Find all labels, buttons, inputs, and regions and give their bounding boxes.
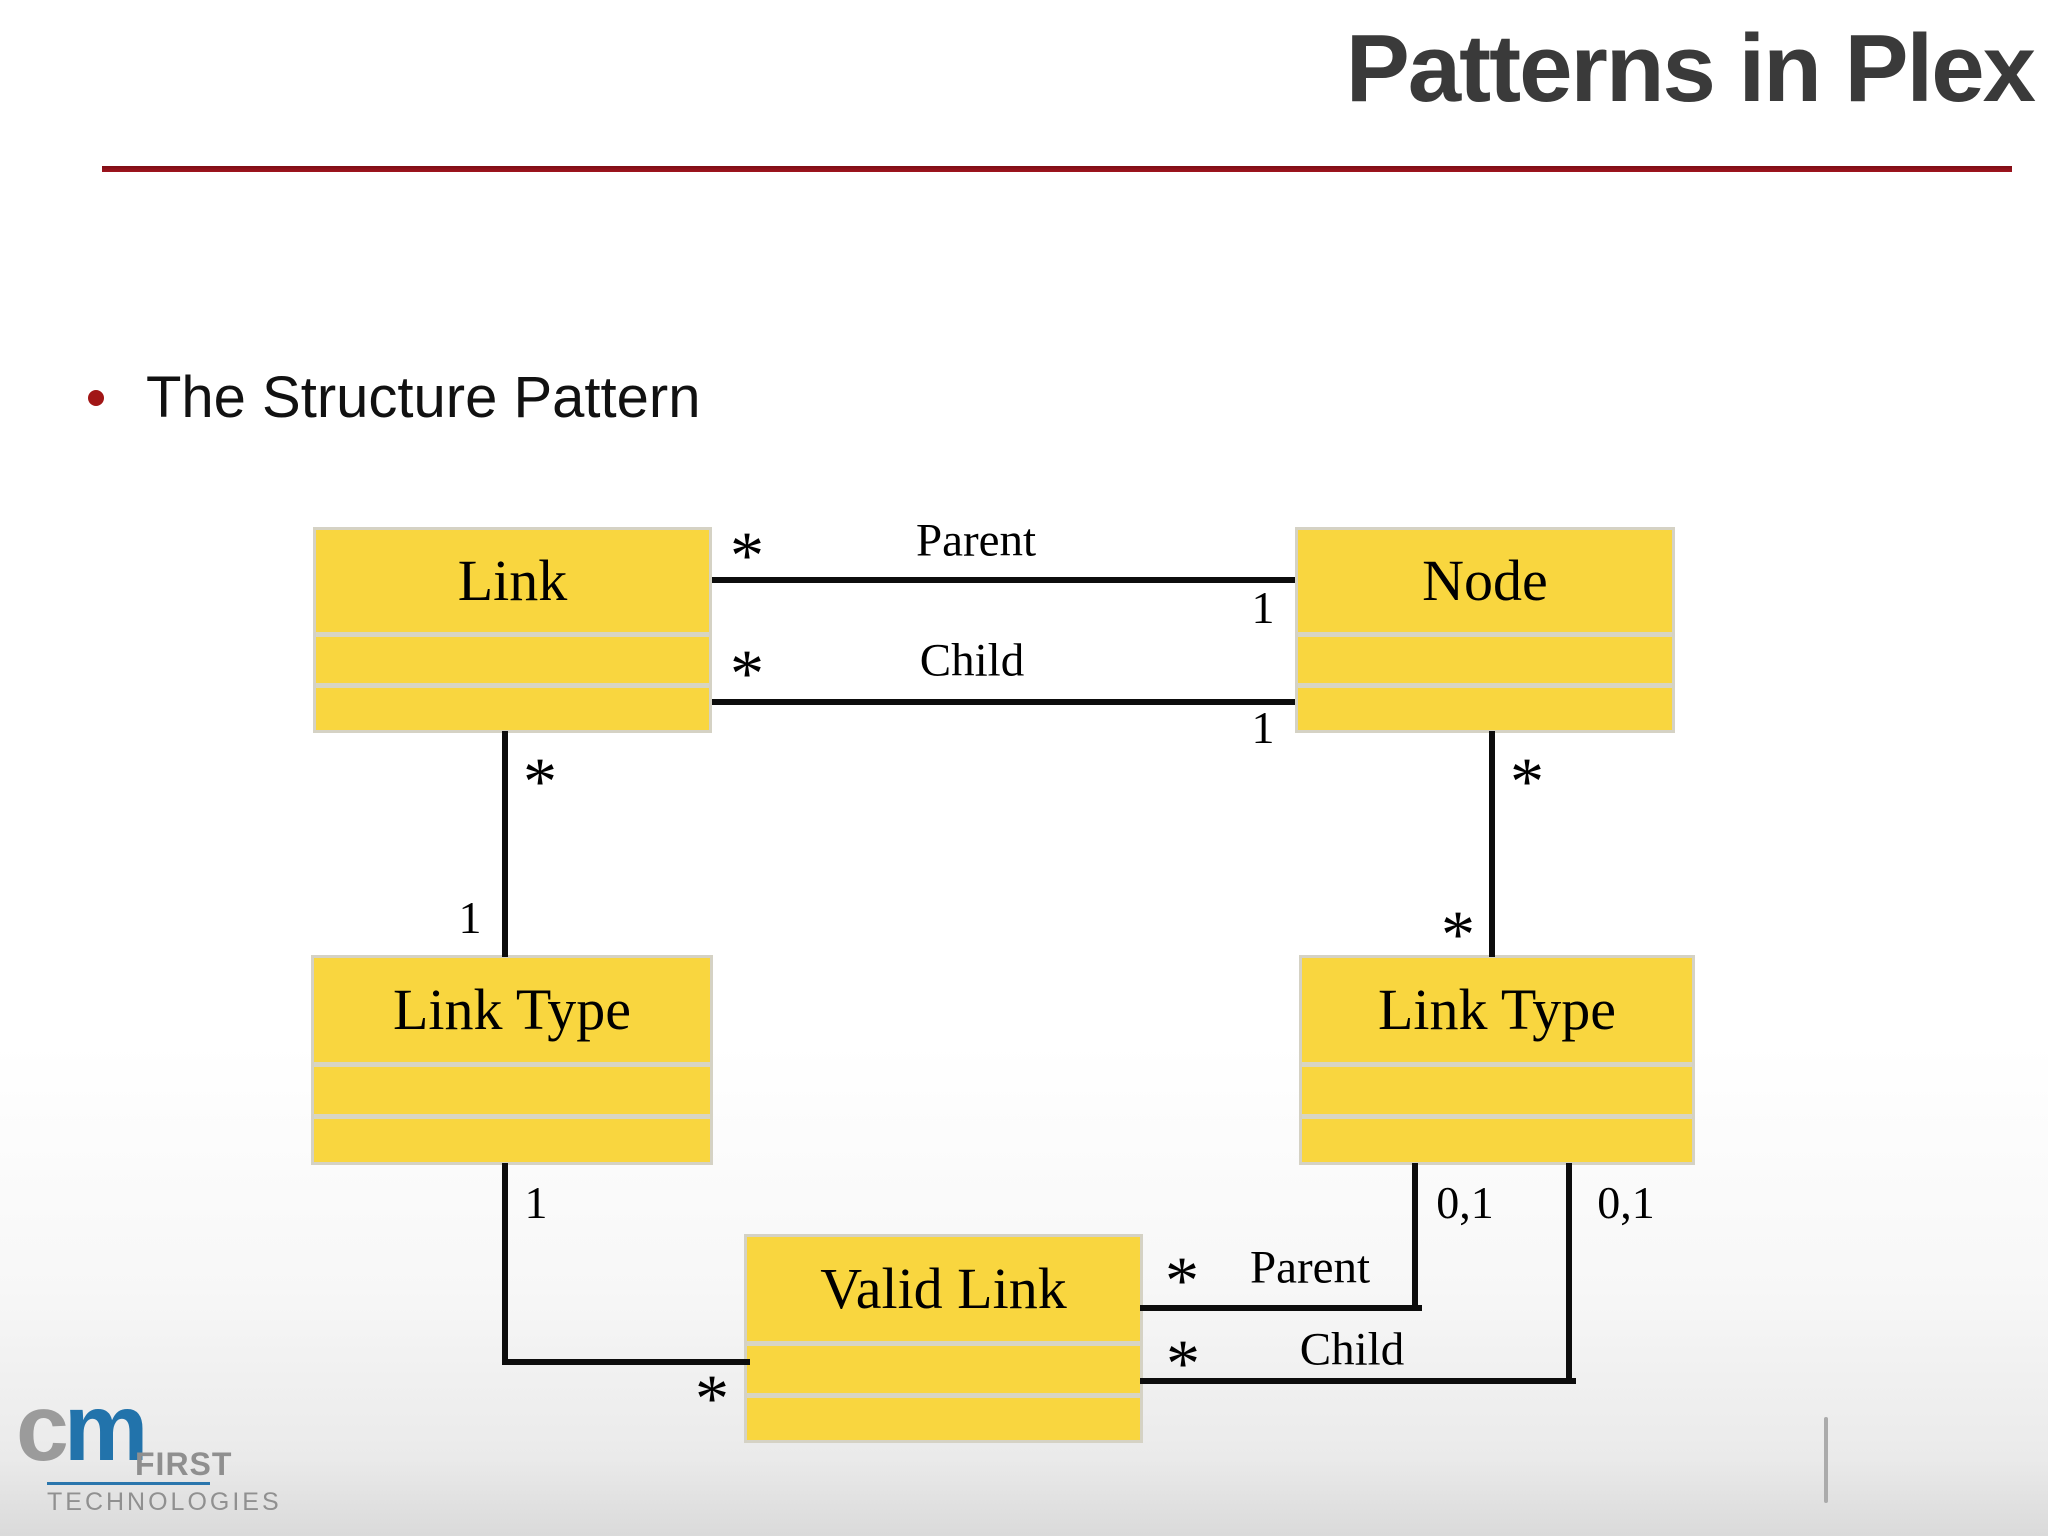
logo-technologies-text: TECHNOLOGIES: [47, 1488, 282, 1516]
multiplicity-label: 1: [1251, 702, 1275, 753]
bullet-icon: [88, 390, 104, 406]
scrollbar-thumb[interactable]: [1824, 1417, 1828, 1503]
connector-validlink-parent-vertical: [1412, 1163, 1418, 1311]
entity-title: Node: [1422, 548, 1548, 613]
compartment-separator: [316, 632, 709, 637]
entity-box-link: Link: [313, 527, 712, 733]
logo-letter-c: c: [16, 1375, 69, 1481]
role-label: Parent: [1249, 1241, 1371, 1294]
multiplicity-label: *: [695, 1360, 729, 1437]
compartment-separator: [747, 1393, 1140, 1398]
multiplicity-label: *: [1165, 1242, 1199, 1319]
connector-link-linktype: [502, 731, 508, 957]
compartment-separator: [747, 1341, 1140, 1346]
compartment-separator: [316, 683, 709, 688]
connector-linktype-validlink-vertical: [502, 1163, 508, 1365]
multiplicity-label: *: [1510, 743, 1544, 820]
multiplicity-label: 0,1: [1597, 1177, 1655, 1228]
title-divider-line: [102, 166, 2012, 172]
entity-title: Link Type: [392, 977, 632, 1042]
multiplicity-label: *: [523, 743, 557, 820]
multiplicity-label: 0,1: [1436, 1177, 1494, 1228]
compartment-separator: [1302, 1062, 1692, 1067]
role-label: Child: [919, 634, 1025, 687]
page-title: Patterns in Plex: [1345, 15, 2036, 122]
multiplicity-label: 1: [1251, 582, 1275, 633]
bullet-text: The Structure Pattern: [146, 365, 701, 430]
multiplicity-label: *: [730, 517, 764, 594]
multiplicity-label: 1: [524, 1177, 548, 1228]
compartment-separator: [1298, 683, 1672, 688]
multiplicity-label: *: [1441, 896, 1475, 973]
entity-title: Link Type: [1377, 977, 1617, 1042]
entity-box-link-type-right: Link Type: [1299, 955, 1695, 1165]
logo-row: cm FIRST: [16, 1381, 246, 1483]
compartment-separator: [1302, 1114, 1692, 1119]
compartment-separator: [314, 1114, 710, 1119]
role-label: Child: [1299, 1323, 1405, 1376]
connector-link-node-parent: [712, 577, 1295, 583]
multiplicity-label: *: [1166, 1325, 1200, 1402]
compartment-separator: [1298, 632, 1672, 637]
logo-first-text: FIRST: [135, 1446, 233, 1482]
logo-letter-m: m: [63, 1375, 149, 1481]
compartment-separator: [314, 1062, 710, 1067]
cm-first-logo: cm FIRST TECHNOLOGIES: [16, 1381, 279, 1517]
connector-node-linktype: [1489, 731, 1495, 957]
connector-validlink-child-horizontal: [1140, 1378, 1576, 1384]
logo-cm-text: cm: [16, 1381, 148, 1476]
multiplicity-label: 1: [458, 892, 482, 943]
connector-validlink-child-vertical: [1566, 1163, 1572, 1384]
logo-underline: [47, 1482, 210, 1485]
connector-link-node-child: [712, 699, 1295, 705]
connector-validlink-parent-horizontal: [1140, 1305, 1422, 1311]
connector-linktype-validlink-horizontal: [502, 1359, 750, 1365]
entity-box-node: Node: [1295, 527, 1675, 733]
multiplicity-label: *: [730, 635, 764, 712]
entity-box-link-type-left: Link Type: [311, 955, 713, 1165]
entity-box-valid-link: Valid Link: [744, 1234, 1143, 1443]
role-label: Parent: [915, 514, 1037, 567]
entity-title: Link: [457, 548, 568, 613]
entity-title: Valid Link: [820, 1256, 1067, 1321]
